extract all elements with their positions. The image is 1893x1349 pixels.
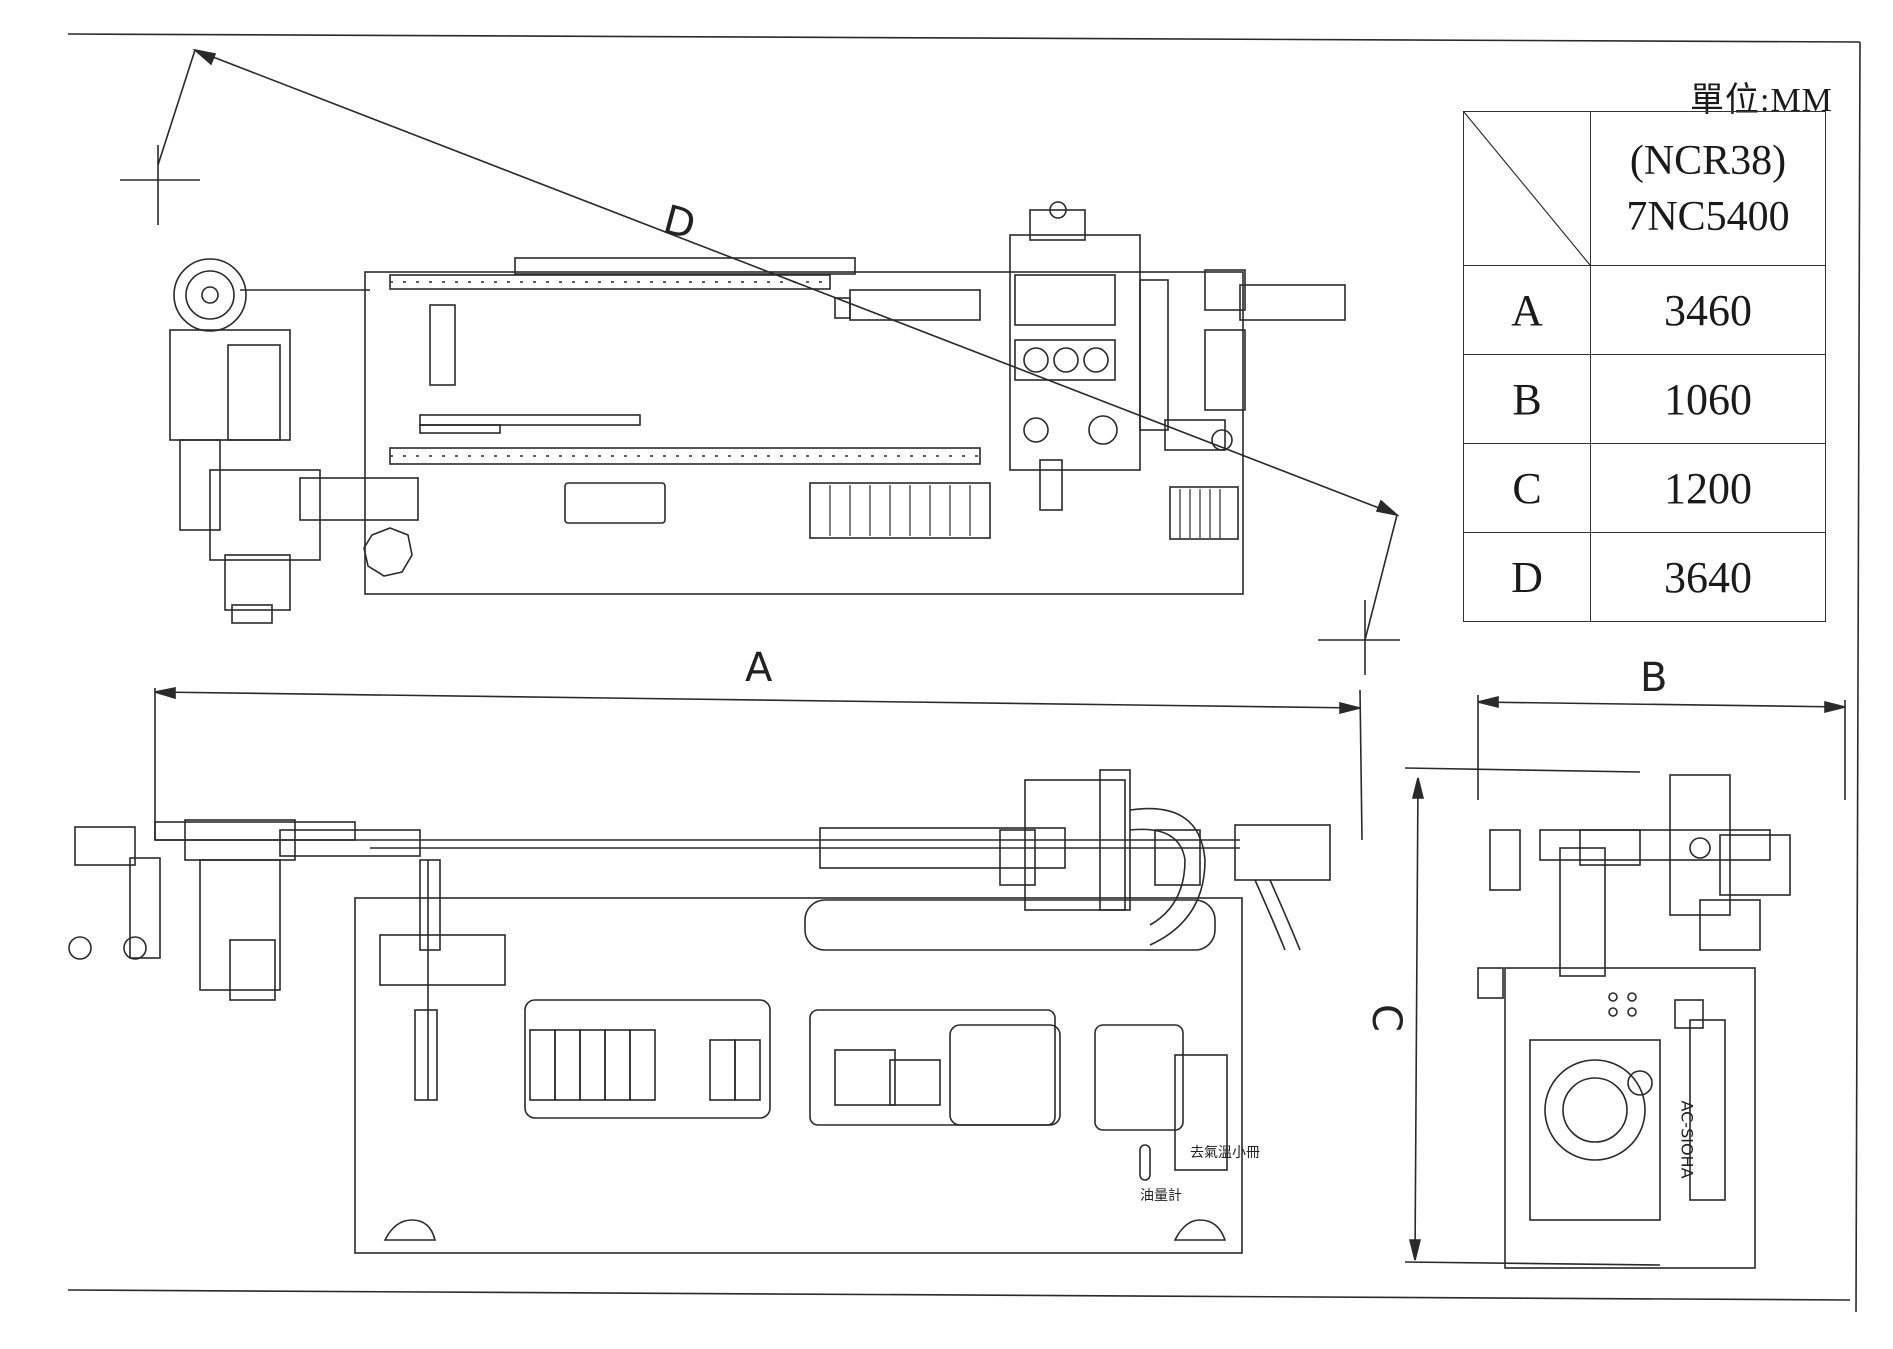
row-key: C [1463, 443, 1591, 533]
model-line-1: (NCR38) [1629, 137, 1787, 184]
top-view [169, 201, 1346, 624]
dimension-a [154, 687, 1363, 841]
tank-label: 去氣溫小冊 [1190, 1145, 1260, 1161]
dimension-d [120, 48, 1400, 675]
table-row: B 1060 [1463, 354, 1826, 444]
spec-table-header: (NCR38) 7NC5400 [1463, 111, 1826, 266]
table-row: C 1200 [1463, 443, 1826, 533]
table-row: A 3460 [1463, 265, 1826, 355]
row-key: A [1463, 265, 1591, 355]
valve-bank [529, 1029, 761, 1101]
model-line-2: 7NC5400 [1626, 193, 1790, 240]
dimension-b [1477, 695, 1846, 800]
dimension-b-label: B [1640, 655, 1668, 701]
row-value: 3460 [1590, 265, 1826, 355]
table-row: D 3640 [1463, 532, 1826, 622]
row-key: D [1463, 532, 1591, 622]
oil-gauge-label: 油量計 [1140, 1188, 1182, 1204]
side-plate-label: AC-SIOHA [1677, 1100, 1697, 1179]
dimension-c-label: C [1362, 1004, 1409, 1032]
diagonal-line [1464, 112, 1590, 265]
model-cell: (NCR38) 7NC5400 [1590, 111, 1826, 266]
row-value: 1060 [1590, 354, 1826, 444]
spec-table: (NCR38) 7NC5400 A 3460 B 1060 C 1200 D 3… [1463, 111, 1826, 622]
side-view [1477, 774, 1791, 1269]
row-key: B [1463, 354, 1591, 444]
dimension-c [1404, 767, 1661, 1266]
row-value: 1200 [1590, 443, 1826, 533]
row-value: 3640 [1590, 532, 1826, 622]
frame-lines [67, 33, 1861, 1313]
dimension-a-label: A [745, 645, 773, 691]
corner-cell [1463, 111, 1591, 266]
front-view [68, 769, 1331, 1254]
